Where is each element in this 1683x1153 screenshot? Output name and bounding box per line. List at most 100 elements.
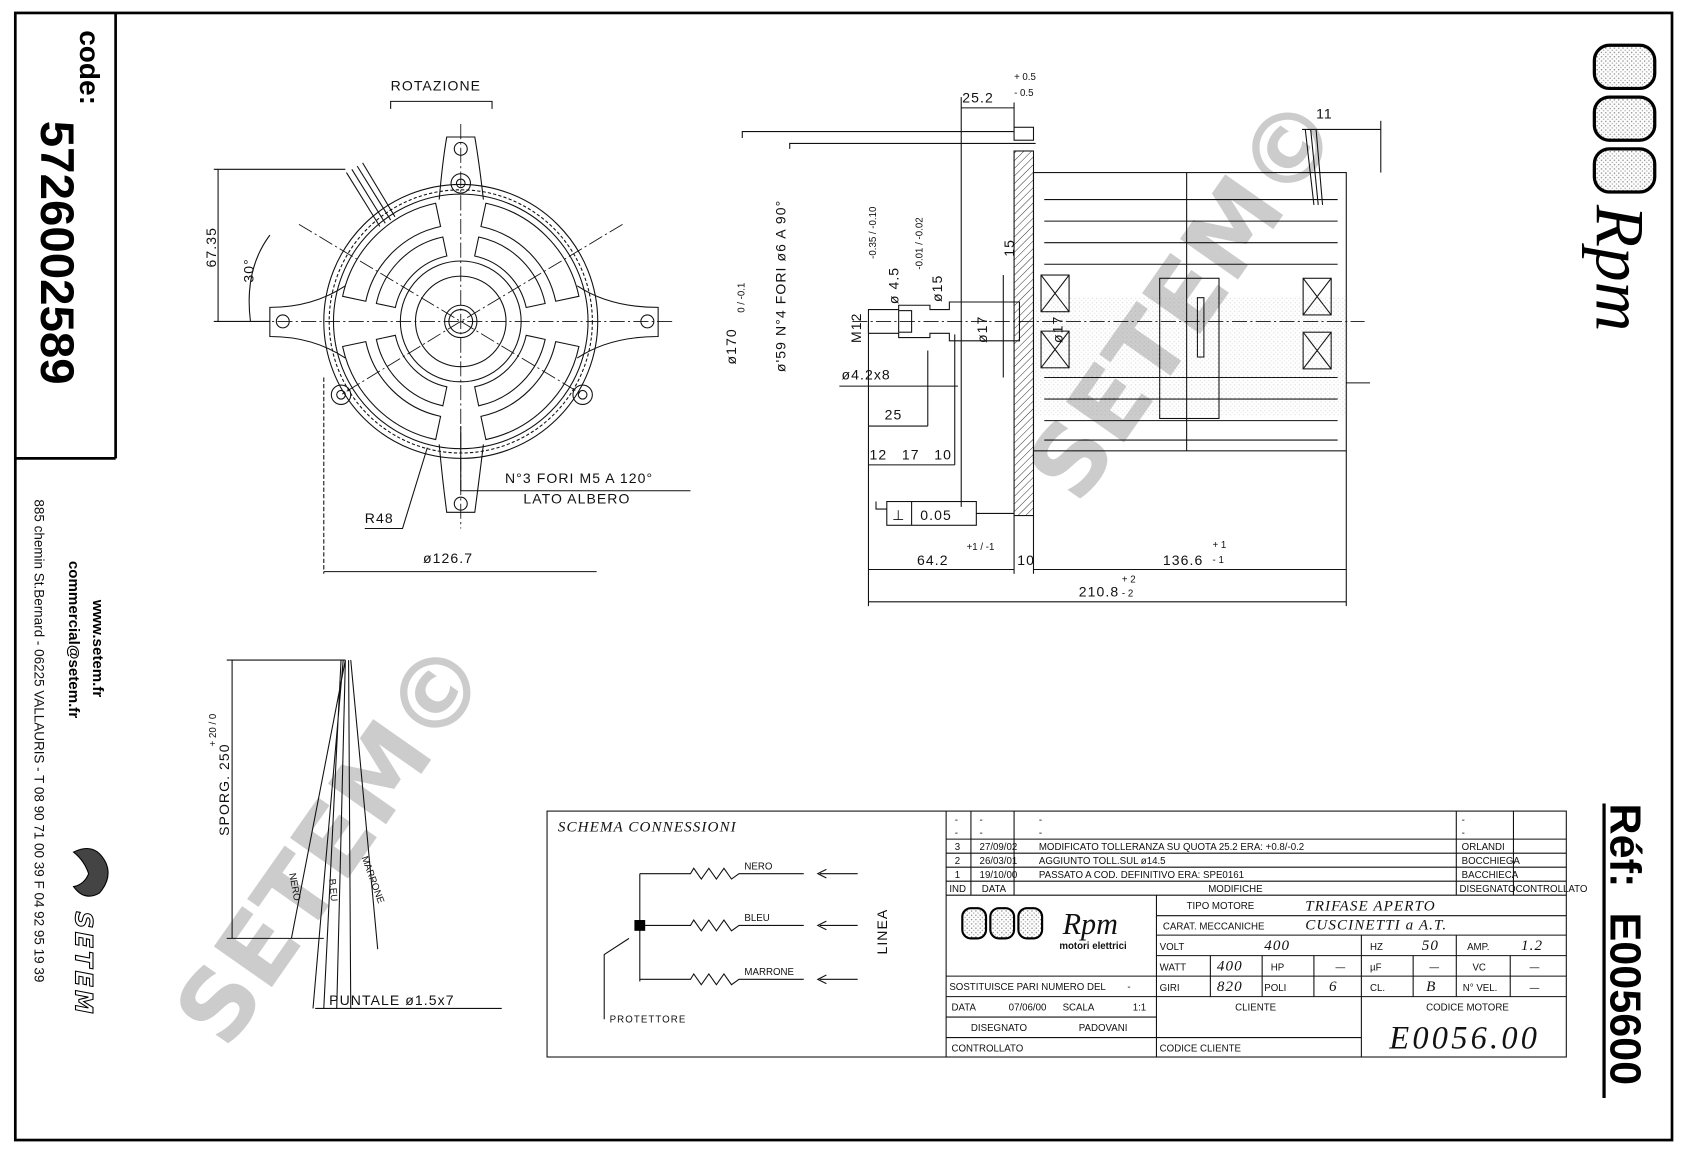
website-link[interactable]: www.setem.fr [89, 599, 106, 698]
wire-label: MARRONE [744, 967, 794, 978]
rev-drawn: BOCCHIEGA [1462, 856, 1521, 867]
vent-slot [474, 334, 546, 407]
scale-value: 1:1 [1133, 1003, 1146, 1014]
motor-code-value: E0056.00 [1388, 1019, 1540, 1055]
logo-subtitle: motori elettrici [1059, 941, 1126, 952]
poli-label: POLI [1264, 983, 1286, 994]
rev-date: 19/10/00 [980, 870, 1018, 881]
vent-slot [375, 236, 448, 309]
setem-brand: SETEM [70, 911, 98, 1016]
dim-170: ø170 [723, 328, 739, 364]
arrow-left-icon [816, 920, 858, 931]
dim-4-5: ø 4.5 [886, 267, 902, 304]
schema-title: SCHEMA CONNESSIONI [558, 820, 737, 836]
drawn-value: PADOVANI [1079, 1023, 1128, 1034]
sheet-border [13, 11, 1674, 1142]
vel-value: — [1530, 983, 1540, 994]
dim-136-6: 136.6 [1163, 552, 1203, 568]
dim-25-2: 25.2 [962, 89, 994, 105]
holes-note: N°3 FORI M5 A 120° [505, 470, 653, 486]
screw-icon [572, 384, 593, 406]
dim-17: 17 [902, 446, 920, 462]
rev-ind: - [955, 815, 958, 826]
email-link[interactable]: commercial@setem.fr [65, 561, 82, 718]
reference: Réf: E005600 [1601, 803, 1649, 1098]
vent-slot [474, 236, 546, 309]
lead-length: SPORG. 250 [216, 743, 232, 836]
wire-label-bleu: B.EU [326, 878, 339, 901]
holes-side-note: LATO ALBERO [523, 491, 630, 507]
hz-value: 50 [1422, 938, 1439, 954]
dim-12: 12 [870, 446, 888, 462]
line-label: LINEA [874, 909, 890, 955]
dim-11: 11 [1316, 106, 1333, 122]
protector-label: PROTETTORE [610, 1014, 687, 1025]
revision-row: 3 27/09/02 MODIFICATO TOLLERANZA SU QUOTA … [955, 842, 1505, 853]
motor-type-value: TRIFASE APERTO [1305, 898, 1435, 914]
shaft [867, 301, 1021, 342]
dim-25: 25 [885, 407, 903, 423]
vent-slot [341, 202, 442, 302]
vent-slot [375, 334, 448, 407]
tol-64-2: +1 / -1 [967, 542, 995, 553]
tol-136-6-minus: - 1 [1213, 555, 1224, 566]
volt-value: 400 [1264, 938, 1290, 954]
amp-label: AMP. [1467, 942, 1489, 953]
tol-210-8-minus: - 2 [1122, 588, 1133, 599]
rpm-logo-text: Rpm [1582, 204, 1659, 332]
replaces-value: - [1127, 982, 1130, 993]
tol-170: 0 / -0.1 [736, 283, 747, 313]
ref-label: Réf: [1601, 804, 1649, 888]
rev-drawn: ORLANDI [1462, 842, 1505, 853]
dim-radius: R48 [365, 510, 394, 526]
rev-date: 27/09/02 [980, 842, 1018, 853]
rpm-coil-icon [1592, 43, 1657, 194]
rev-text: - [1039, 815, 1042, 826]
cl-value: B [1426, 979, 1436, 995]
hp-label: HP [1271, 963, 1284, 974]
replaces-label: SOSTITUISCE PARI NUMERO DEL [949, 982, 1106, 993]
ventilation-slots [341, 202, 580, 441]
logo-text: Rpm [1062, 907, 1118, 941]
resistor-icon [639, 919, 804, 932]
tol-25-2-minus: - 0.5 [1014, 88, 1033, 99]
rev-drawn: - [1462, 828, 1465, 839]
motor-type-label: TIPO MOTORE [1187, 901, 1255, 912]
perp-symbol-icon: ⊥ [892, 507, 905, 523]
rev-ind: 1 [955, 870, 960, 881]
rev-header-date: DATA [982, 884, 1007, 895]
rev-ind: - [955, 828, 958, 839]
vent-slot [341, 340, 442, 441]
rev-header-checked: CONTROLLATO [1516, 884, 1588, 895]
rev-ind: 3 [955, 842, 960, 853]
schema-wire: MARRONE [639, 967, 858, 986]
vent-slot [480, 340, 580, 441]
tol-210-8-plus: + 2 [1122, 574, 1136, 585]
dim-diameter: ø126.7 [423, 550, 473, 566]
client-label: CLIENTE [1235, 1003, 1276, 1014]
rpm-logo: Rpm [1582, 43, 1659, 332]
hp-value: — [1335, 963, 1345, 974]
flange-holes-note: ø'59 N°4 FORI ø6 A 90° [772, 200, 788, 372]
wire-label: BLEU [744, 913, 769, 924]
giri-label: GIRI [1160, 983, 1180, 994]
date-value: 07/06/00 [1009, 1003, 1047, 1014]
rev-text: PASSATO A COD. DEFINITIVO ERA: SPE0161 [1039, 870, 1244, 881]
side-view: 25.2 + 0.5 - 0.5 11 ø170 0 / -0.1 ø'59 N… [723, 72, 1382, 607]
perp-tolerance: 0.05 [920, 507, 952, 523]
client-code-label: CODICE CLIENTE [1160, 1044, 1242, 1055]
tol-25-2-plus: + 0.5 [1014, 72, 1036, 83]
rotation-label: ROTAZIONE [391, 78, 481, 94]
scale-label: SCALA [1063, 1003, 1095, 1014]
rev-text: MODIFICATO TOLLERANZA SU QUOTA 25.2 ERA:… [1039, 842, 1304, 853]
dim-15: ø15 [929, 275, 945, 302]
rev-drawn: BACCHIECA [1462, 870, 1519, 881]
mounting-lug-right [576, 285, 659, 359]
giri-value: 820 [1217, 979, 1243, 995]
rpm-logo-small: Rpm motori elettrici [961, 907, 1127, 952]
screw-icon [330, 384, 352, 406]
arrow-left-icon [816, 974, 858, 985]
